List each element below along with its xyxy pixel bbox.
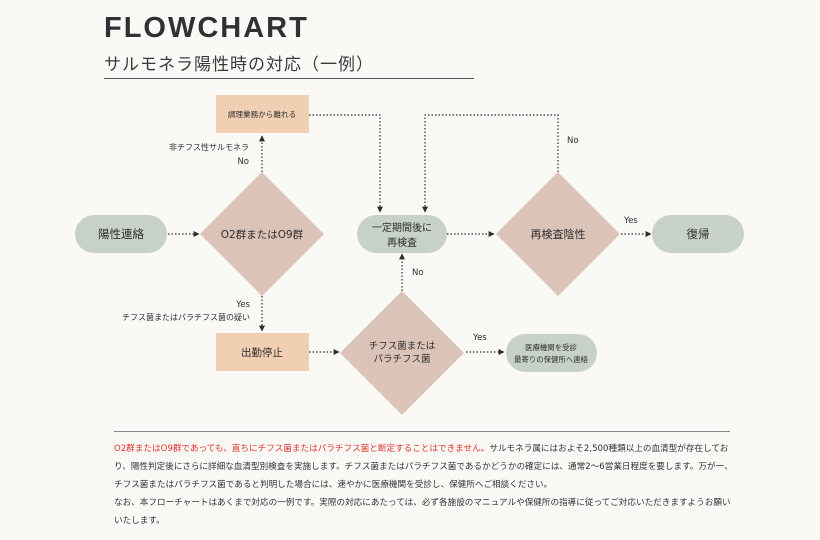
notes-paragraph-1-body: サルモネラ属にはおよそ2,500種類以上の血清型が存在しており、陽性判定後にさら… — [114, 444, 733, 490]
medical-label-line2: 最寄りの保健所へ連絡 — [514, 355, 589, 364]
retest-node — [357, 215, 447, 253]
edge-yes-lower: Yes — [235, 300, 250, 310]
edge-yes-typhoid: Yes — [472, 333, 487, 343]
return-label: 復帰 — [687, 227, 710, 241]
leave-cooking-label: 調理業務から離れる — [228, 109, 296, 119]
positive-label: 陽性連絡 — [98, 227, 144, 241]
o2-o9-label: O2群またはO9群 — [221, 228, 304, 241]
edge-no-negative: No — [567, 136, 579, 146]
edge-non-typhoid-note: 非チフス性サルモネラ — [169, 142, 249, 152]
leave-cooking-node — [216, 95, 309, 133]
stop-work-label: 出勤停止 — [241, 346, 283, 359]
return-node — [652, 215, 744, 253]
connectors — [168, 114, 652, 355]
arrow-leave-cooking-to-retest — [309, 114, 383, 213]
title-divider — [104, 78, 474, 79]
notes-section: O2群またはO9群であっても、直ちにチフス菌またはパラチフス菌と断定することはで… — [114, 440, 734, 530]
notes-divider — [114, 431, 730, 432]
edge-no-typhoid: No — [412, 268, 424, 278]
medical-node — [506, 334, 597, 372]
positive-node — [75, 215, 167, 253]
edge-yes-negative: Yes — [623, 216, 638, 226]
notes-paragraph-2: なお、本フローチャートはあくまで対応の一例です。実際の対応にあたっては、必ず各施… — [114, 498, 731, 526]
retest-label-line1: 一定期間後に — [372, 221, 432, 234]
typhoid-diamond — [340, 291, 464, 415]
typhoid-label-line1: チフス菌または — [369, 340, 436, 352]
retest-negative-label: 再検査陰性 — [531, 227, 586, 241]
o2-o9-diamond — [200, 172, 324, 296]
edge-suspect-note: チフス菌またはパラチフス菌の疑い — [122, 312, 250, 322]
edge-no-upper: No — [237, 157, 249, 167]
arrow-negative-no-to-retest — [422, 114, 559, 213]
page-title: FLOWCHART — [104, 12, 309, 44]
notes-paragraph-1: O2群またはO9群であっても、直ちにチフス菌またはパラチフス菌と断定することはで… — [114, 440, 734, 494]
flowchart-diagram: 陽性連絡 O2群またはO9群 調理業務から離れる 出勤停止 一定期間後に 再検査… — [75, 95, 744, 415]
retest-negative-diamond — [496, 172, 620, 296]
page-subtitle: サルモネラ陽性時の対応（一例） — [104, 55, 374, 75]
medical-label-line1: 医療機関を受診 — [525, 343, 577, 352]
retest-label-line2: 再検査 — [387, 236, 417, 249]
stop-work-node — [216, 333, 309, 371]
typhoid-label-line2: パラチフス菌 — [373, 353, 430, 365]
warning-text: O2群またはO9群であっても、直ちにチフス菌またはパラチフス菌と断定することはで… — [114, 444, 490, 454]
